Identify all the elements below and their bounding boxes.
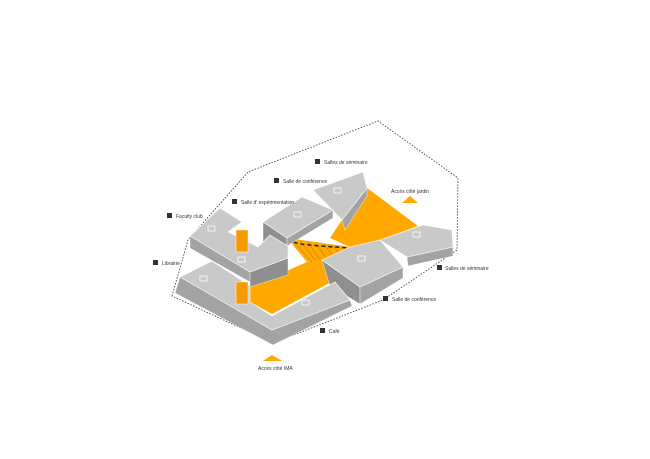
label-salle-conference: Salle de conférence [283, 179, 327, 185]
label-salles-seminaire-right: Salles de séminaire [445, 266, 489, 272]
label-salle-experimentation: Salle d' expérimentation [241, 200, 294, 206]
site-boundary [171, 120, 459, 344]
central-stairs [286, 238, 351, 263]
plaza-garden [330, 188, 418, 247]
label-salle-conference-right: Salle de conférence [392, 297, 436, 303]
block-cafe-librairie [174, 260, 353, 346]
block-faculty-club [189, 207, 289, 305]
seminar-icon [315, 159, 320, 164]
seminar-right-icon [437, 265, 442, 270]
experiment-icon [232, 199, 237, 204]
label-salles-seminaire: Salles de séminaire [324, 160, 368, 166]
label-librairie: Librairie [162, 261, 180, 267]
label-cafe: Café [329, 329, 340, 335]
access-jardin-arrow [402, 196, 418, 203]
conference-icon [274, 178, 279, 183]
cafe-icon [320, 328, 325, 333]
access-ima-arrow [263, 355, 282, 361]
label-faculty-club: Faculty club [176, 214, 203, 220]
block-salle-conference-right [321, 239, 404, 305]
faculty-club-icon [167, 213, 172, 218]
block-salles-seminaire-right [379, 224, 454, 267]
block-salles-seminaire [312, 171, 368, 231]
label-acces-jardin: Accès côté jardin [391, 189, 429, 195]
librairie-icon [153, 260, 158, 265]
plaza-ima [250, 260, 335, 314]
label-acces-ima: Accès côté IMA [258, 366, 293, 372]
conference-right-icon [383, 296, 388, 301]
